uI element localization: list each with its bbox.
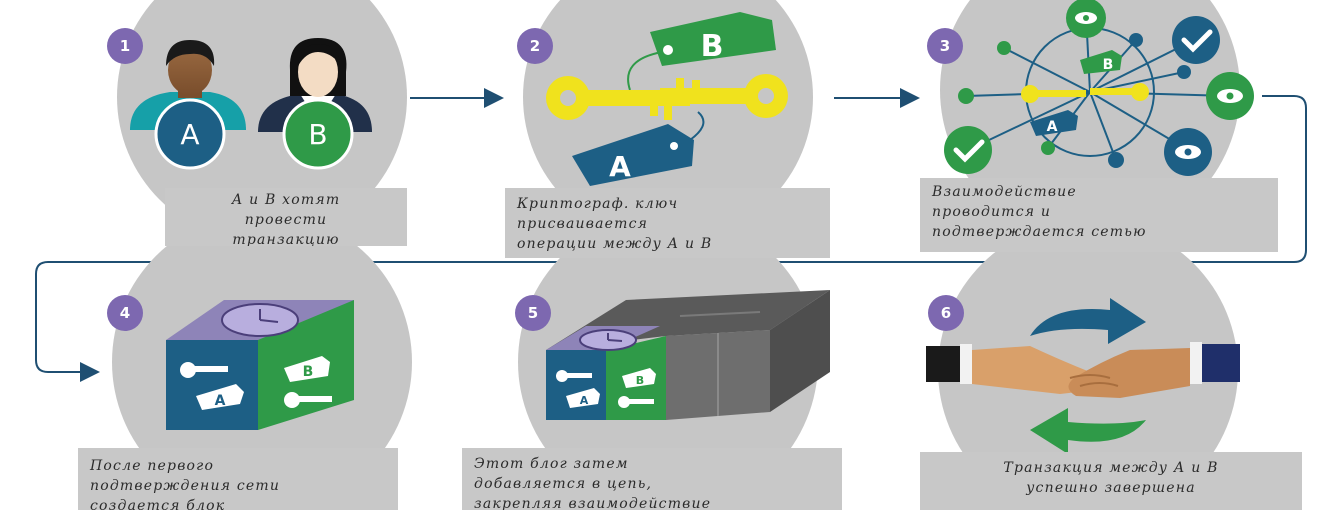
svg-text:B: B — [636, 374, 644, 387]
step-1-caption-line: транзакцию — [232, 232, 340, 246]
svg-text:A: A — [215, 393, 226, 409]
step-2: 2 B A — [517, 0, 813, 242]
svg-text:B: B — [1103, 57, 1114, 73]
step-5-caption-line: Этот блог затем — [474, 456, 629, 472]
handshake-icon — [926, 342, 1240, 398]
step-6-caption: Транзакция между А и В успешно завершена — [920, 452, 1302, 510]
tag-a-icon: A — [1030, 110, 1078, 136]
step-5-caption: Этот блог затем добавляется в цепь, закр… — [462, 448, 842, 510]
tag-a-label: A — [609, 150, 631, 183]
step-1-caption-line: А и В хотят — [231, 192, 341, 208]
step-2-badge — [517, 28, 553, 64]
tag-a-icon: A — [196, 384, 244, 410]
network-node-icon — [958, 33, 1191, 168]
step-4-badge — [107, 295, 143, 331]
clock-icon — [579, 329, 637, 351]
step-4-caption-line: подтверждения сети — [90, 478, 281, 494]
step-3-caption: Взаимодействие проводится и подтверждает… — [920, 178, 1278, 252]
step-5-number: 5 — [528, 304, 538, 322]
step-5-badge — [515, 295, 551, 331]
step-2-number: 2 — [530, 37, 540, 55]
tag-b-icon: B — [627, 12, 776, 91]
svg-text:A: A — [580, 394, 589, 407]
step-6-caption-line: успешно завершена — [1026, 480, 1196, 496]
step-6-number: 6 — [941, 304, 951, 322]
svg-text:A: A — [1047, 119, 1058, 135]
step-2-caption: Криптограф. ключ присваивается операции … — [505, 188, 830, 258]
party-a-label: A — [180, 118, 199, 151]
key-icon — [556, 370, 654, 408]
step-6: 6 — [926, 220, 1240, 510]
step-6-badge — [928, 295, 964, 331]
step-6-caption-line: Транзакция между А и В — [1003, 460, 1219, 476]
svg-text:B: B — [303, 364, 314, 380]
party-b-label: B — [308, 118, 327, 151]
step-4-caption: После первого подтверждения сети создает… — [78, 448, 398, 510]
step-3-badge — [927, 28, 963, 64]
tag-a-icon: A — [572, 111, 705, 186]
tag-a-icon: A — [566, 388, 600, 408]
step-4-caption-line: создается блок — [90, 498, 226, 510]
step-3-caption-line: подтверждается сетью — [932, 224, 1147, 240]
step-4: 4 A B — [107, 212, 412, 510]
step-5-caption-line: закрепляя взаимодействие — [474, 496, 712, 510]
step-4-caption-line: После первого — [90, 458, 215, 474]
step-2-caption-line: Криптограф. ключ — [517, 196, 679, 212]
block-chain-icon: A B — [546, 290, 830, 420]
tag-b-icon: B — [1080, 50, 1122, 74]
key-icon — [1021, 83, 1149, 103]
step-1-badge — [107, 28, 143, 64]
key-icon — [180, 362, 228, 378]
step-3-caption-line: проводится и — [932, 204, 1052, 220]
step-5-caption-line: добавляется в цепь, — [474, 476, 653, 492]
step-2-caption-line: операции между А и В — [517, 236, 713, 252]
step-1-caption: А и В хотят провести транзакцию — [165, 188, 407, 246]
step-2-caption-line: присваивается — [517, 216, 649, 232]
party-a-badge — [154, 98, 226, 170]
step-1: 1 A B — [107, 0, 407, 242]
clock-icon — [221, 303, 299, 337]
step-3-number: 3 — [940, 37, 950, 55]
step-3-caption-line: Взаимодействие — [932, 184, 1077, 200]
tag-b-icon: B — [284, 356, 330, 382]
eye-icon — [1066, 0, 1254, 176]
block-cube-icon: A B — [166, 300, 354, 430]
cycle-arrow-icon — [1030, 298, 1146, 454]
party-b-badge — [282, 98, 354, 170]
step-4-number: 4 — [120, 304, 130, 322]
check-icon — [944, 16, 1220, 174]
step-6-circle — [938, 220, 1238, 510]
step-5: 5 — [515, 212, 830, 510]
key-icon — [284, 392, 332, 408]
step-1-caption-line: провести — [244, 212, 328, 228]
step-1-number: 1 — [120, 37, 130, 55]
key-icon — [546, 74, 788, 120]
tag-b-icon: B — [622, 368, 656, 388]
tag-b-label: B — [701, 29, 724, 64]
